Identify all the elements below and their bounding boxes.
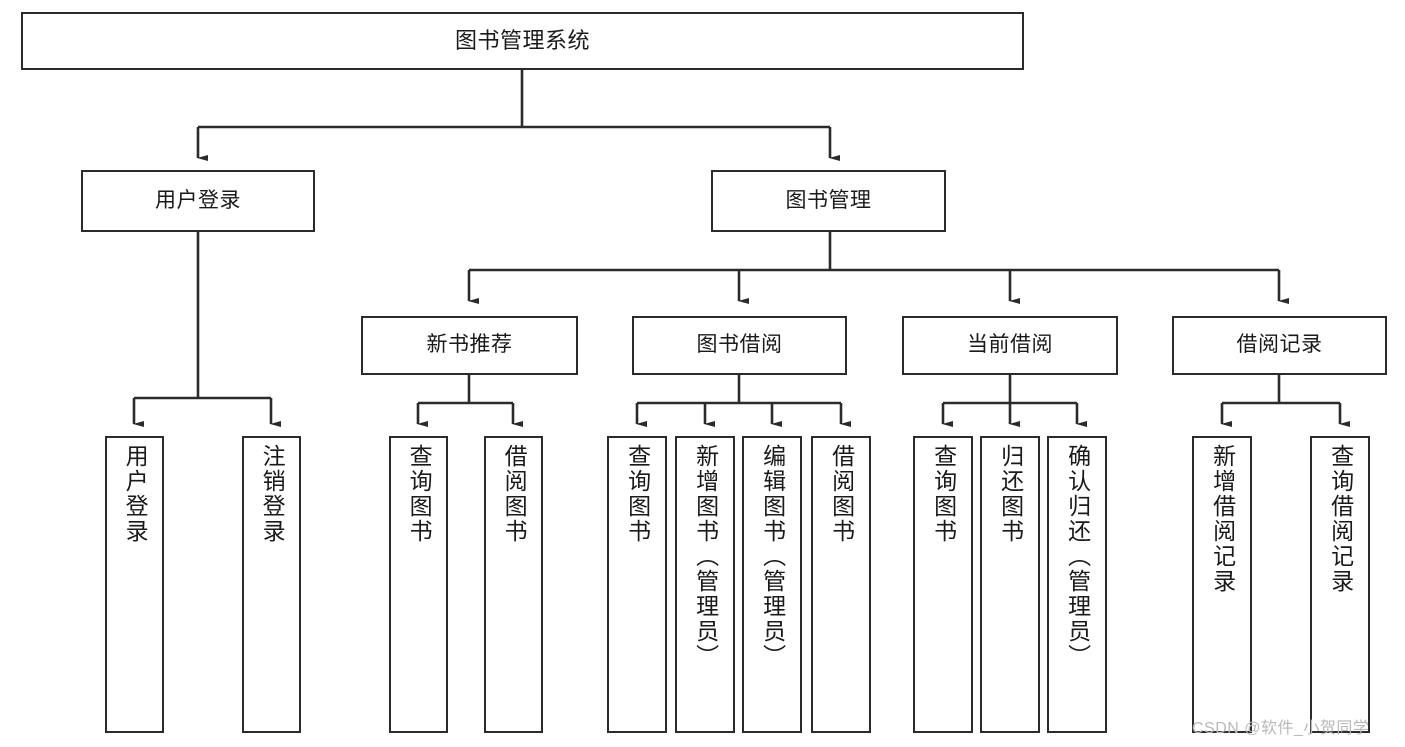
node-label: 图书管理 xyxy=(785,188,872,212)
leaf-return-book[interactable]: 归还图书 xyxy=(980,436,1040,733)
node-borrow-record[interactable]: 借阅记录 xyxy=(1172,316,1387,375)
leaf-logout[interactable]: 注销登录 xyxy=(242,436,301,733)
leaf-edit-book-admin[interactable]: 编辑图书（管理员） xyxy=(742,436,802,733)
node-label: 借阅图书 xyxy=(828,444,855,544)
node-book-management[interactable]: 图书管理 xyxy=(711,170,946,232)
leaf-add-borrow-record[interactable]: 新增借阅记录 xyxy=(1192,436,1252,733)
node-current-borrow[interactable]: 当前借阅 xyxy=(902,316,1118,375)
node-label: 查询借阅记录 xyxy=(1327,444,1354,594)
node-label: 图书管理系统 xyxy=(454,28,590,54)
node-label: 当前借阅 xyxy=(967,333,1053,357)
leaf-add-book-admin[interactable]: 新增图书（管理员） xyxy=(675,436,735,733)
leaf-borrow-book-recommend[interactable]: 借阅图书 xyxy=(484,436,543,733)
watermark: CSDN @软件_小贺同学 xyxy=(1192,720,1370,737)
node-label: 图书借阅 xyxy=(696,333,783,357)
leaf-query-book-current[interactable]: 查询图书 xyxy=(913,436,973,733)
node-root[interactable]: 图书管理系统 xyxy=(21,12,1024,70)
node-label: 查询图书 xyxy=(624,444,651,544)
leaf-confirm-return-admin[interactable]: 确认归还（管理员） xyxy=(1047,436,1107,733)
node-label: 新书推荐 xyxy=(426,333,513,357)
node-label: 注销登录 xyxy=(259,444,286,544)
leaf-query-borrow-record[interactable]: 查询借阅记录 xyxy=(1310,436,1370,733)
node-label: 编辑图书（管理员） xyxy=(759,444,786,669)
node-label: 查询图书 xyxy=(406,444,433,544)
node-book-borrow[interactable]: 图书借阅 xyxy=(632,316,847,375)
leaf-query-book-recommend[interactable]: 查询图书 xyxy=(389,436,448,733)
node-label: 借阅记录 xyxy=(1236,333,1323,357)
leaf-user-login[interactable]: 用户登录 xyxy=(105,436,164,733)
node-label: 新增借阅记录 xyxy=(1209,444,1236,594)
node-label: 查询图书 xyxy=(930,444,957,544)
node-new-book-recommend[interactable]: 新书推荐 xyxy=(361,316,578,375)
leaf-query-book-borrow[interactable]: 查询图书 xyxy=(607,436,667,733)
node-label: 归还图书 xyxy=(997,444,1024,544)
node-label: 新增图书（管理员） xyxy=(692,444,719,669)
leaf-borrow-book[interactable]: 借阅图书 xyxy=(811,436,871,733)
node-user-login[interactable]: 用户登录 xyxy=(81,170,315,232)
node-label: 借阅图书 xyxy=(501,444,528,544)
node-label: 用户登录 xyxy=(122,444,149,544)
node-label: 用户登录 xyxy=(155,188,241,212)
node-label: 确认归还（管理员） xyxy=(1064,444,1091,669)
